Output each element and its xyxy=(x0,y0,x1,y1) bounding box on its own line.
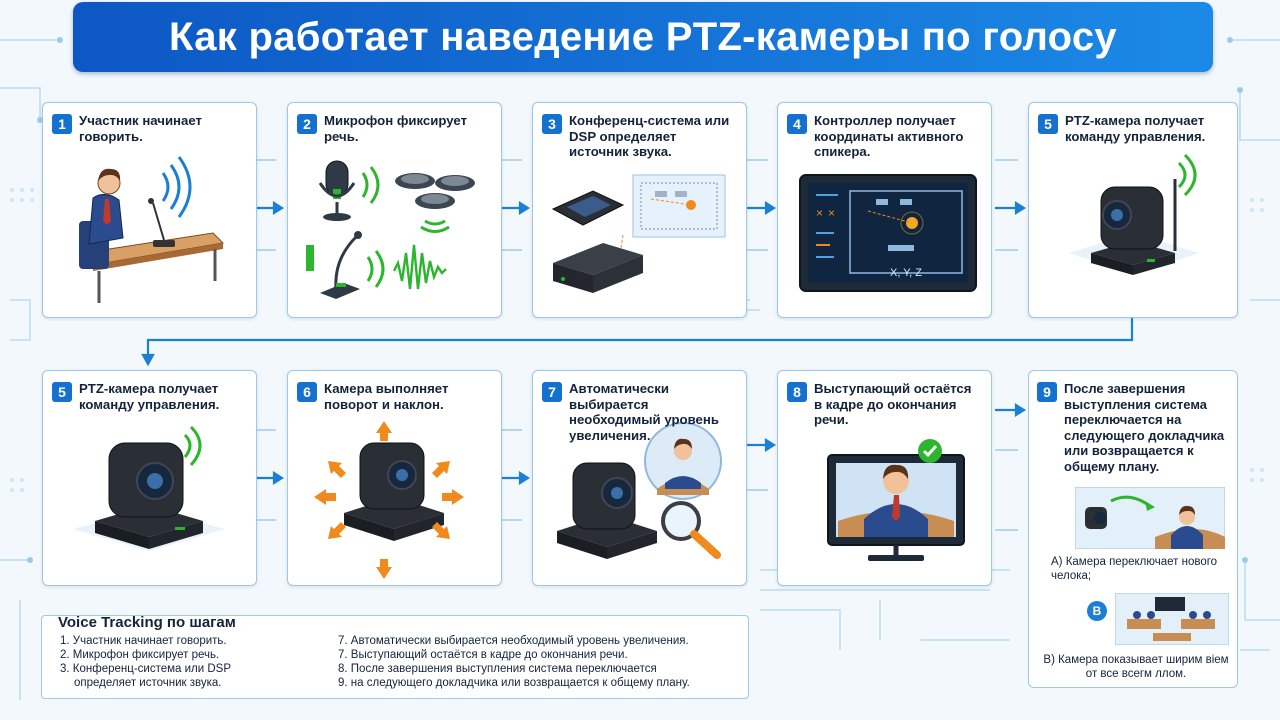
step-3-text: Конференц-система или DSP определяет ист… xyxy=(569,113,730,159)
step-4-text: Контроллер получает координаты активного… xyxy=(814,113,964,159)
ptz-camera-illustration xyxy=(1069,153,1199,275)
step-card-5-top: 5 PTZ-камера получает команду управления… xyxy=(1028,102,1238,318)
summary-line: 7. Выступающий остаётся в кадре до оконч… xyxy=(338,649,628,661)
step-4-number: 4 xyxy=(787,114,807,134)
dsp-chip-illustration xyxy=(551,174,726,293)
summary-right-column: 7. Автоматически выбирается необходимый … xyxy=(338,634,690,690)
summary-line: 1. Участник начинает говорить. xyxy=(60,635,227,647)
step-5-top-text: PTZ-камера получает команду управления. xyxy=(1065,113,1206,144)
summary-line: 7. Автоматически выбирается необходимый … xyxy=(338,635,689,647)
step-5-number: 5 xyxy=(52,382,72,402)
option-b-badge: B xyxy=(1087,601,1107,621)
step-5-top-header: 5 PTZ-камера получает команду управления… xyxy=(1038,113,1229,144)
summary-left-column: 1. Участник начинает говорить. 2. Микроф… xyxy=(60,634,231,690)
step-card-4: × × X, Y, Z 4 Контроллер получает коорди… xyxy=(777,102,992,318)
step-card-6: 6 Камера выполняет поворот и наклон. xyxy=(287,370,502,586)
zoom-illustration xyxy=(557,422,722,559)
option-a-illustration xyxy=(1075,487,1225,549)
summary-line: 9. на следующего докладчика или возвраща… xyxy=(338,677,690,689)
summary-line: 3. Конференц-система или DSP xyxy=(60,663,232,675)
step-1-number: 1 xyxy=(52,114,72,134)
step-card-8: 8 Выступающий остаётся в кадре до оконча… xyxy=(777,370,992,586)
step-6-number: 6 xyxy=(297,382,317,402)
step-4-header: 4 Контроллер получает координаты активно… xyxy=(787,113,983,160)
step-1-header: 1 Участник начинает говорить. xyxy=(52,113,248,144)
step-5-text: PTZ-камера получает команду управления. xyxy=(79,381,220,412)
step-7-text: Автоматически выбирается необходимый уро… xyxy=(569,381,719,443)
step-card-2: 2 Микрофон фиксирует речь. xyxy=(287,102,502,318)
option-b-room-illustration xyxy=(1115,593,1229,645)
step-6-header: 6 Камера выполняет поворот и наклон. xyxy=(297,381,493,412)
controller-screen-illustration: × × xyxy=(799,174,977,292)
step-3-header: 3 Конференц-система или DSP определяет и… xyxy=(542,113,738,160)
summary-title: Voice Tracking по шагам xyxy=(58,614,236,631)
svg-text:×: × xyxy=(828,206,835,220)
step-6-text: Камера выполняет поворот и наклон. xyxy=(324,381,449,412)
step-card-5: 5 PTZ-камера получает команду управления… xyxy=(42,370,257,586)
step-5-header: 5 PTZ-камера получает команду управления… xyxy=(52,381,248,412)
step-9-number: 9 xyxy=(1037,382,1057,402)
step-1-text: Участник начинает говорить. xyxy=(79,113,202,144)
summary-line: 8. После завершения выступления система … xyxy=(338,663,657,675)
step-9-header: 9 После завершения выступления система п… xyxy=(1037,381,1231,474)
step-card-1: 1 Участник начинает говорить. xyxy=(42,102,257,318)
svg-text:×: × xyxy=(816,206,823,220)
monitor-with-speaker-illustration xyxy=(827,439,965,561)
step-7-number: 7 xyxy=(542,382,562,402)
step-8-header: 8 Выступающий остаётся в кадре до оконча… xyxy=(787,381,983,428)
summary-panel: Voice Tracking по шагам 1. Участник начи… xyxy=(41,614,749,699)
step-2-number: 2 xyxy=(297,114,317,134)
speaker-at-desk-illustration xyxy=(79,156,225,303)
summary-line: определяет источник звука. xyxy=(74,677,222,689)
step-8-number: 8 xyxy=(787,382,807,402)
step-2-text: Микрофон фиксирует речь. xyxy=(324,113,468,144)
step-card-9: 9 После завершения выступления система п… xyxy=(1028,370,1238,688)
coords-label: X, Y, Z xyxy=(890,267,923,279)
camera-pan-tilt-illustration xyxy=(314,421,464,579)
option-b-text: B) Камера показывает ширим віем от все в… xyxy=(1043,654,1229,680)
step-5-top-number: 5 xyxy=(1038,114,1058,134)
option-a-text: A) Камера переключает нового челока; xyxy=(1051,556,1218,582)
microphones-illustration xyxy=(306,160,475,299)
step-card-3: 3 Конференц-система или DSP определяет и… xyxy=(532,102,747,318)
page-title: Как работает наведение PTZ-камеры по гол… xyxy=(169,14,1117,59)
ptz-camera-illustration xyxy=(73,425,225,551)
step-card-7: 7 Автоматически выбирается необходимый у… xyxy=(532,370,747,586)
step-3-number: 3 xyxy=(542,114,562,134)
summary-line: 2. Микрофон фиксирует речь. xyxy=(60,649,220,661)
step-8-text: Выступающий остаётся в кадре до окончани… xyxy=(814,381,972,427)
step-7-header: 7 Автоматически выбирается необходимый у… xyxy=(542,381,738,443)
step-2-header: 2 Микрофон фиксирует речь. xyxy=(297,113,493,144)
title-banner: Как работает наведение PTZ-камеры по гол… xyxy=(73,2,1213,72)
step-9-text: После завершения выступления система пер… xyxy=(1064,381,1225,474)
